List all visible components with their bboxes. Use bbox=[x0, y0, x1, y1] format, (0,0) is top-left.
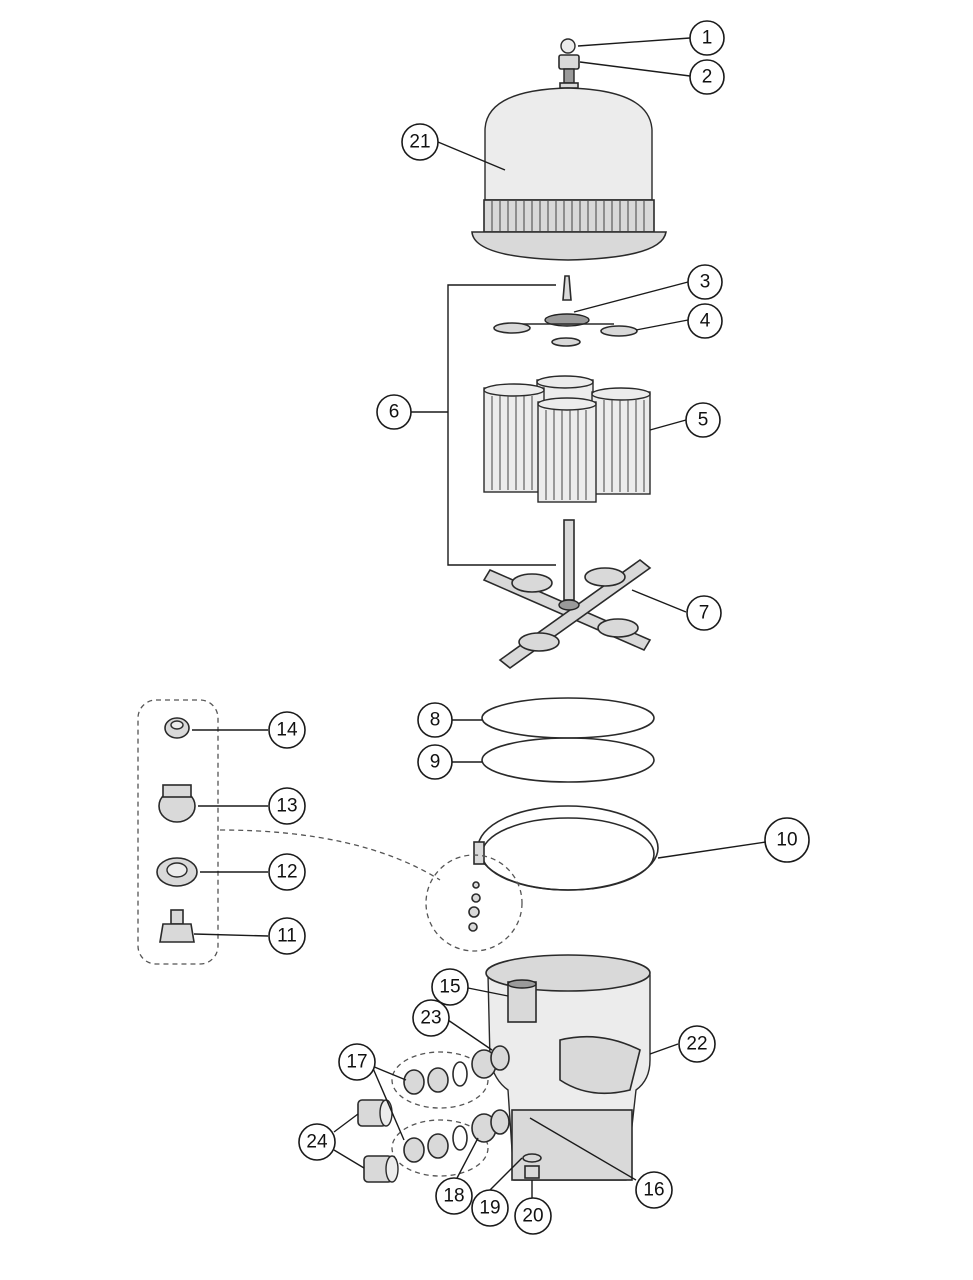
callout-1: 1 bbox=[689, 20, 725, 56]
callout-15: 15 bbox=[431, 968, 469, 1006]
callout-21: 21 bbox=[401, 123, 439, 161]
callout-19: 19 bbox=[471, 1189, 509, 1227]
callout-label: 21 bbox=[409, 132, 430, 153]
bracket-6 bbox=[447, 284, 556, 566]
callout-label: 22 bbox=[686, 1034, 707, 1055]
callout-label: 19 bbox=[479, 1198, 500, 1219]
union-fittings bbox=[391, 1045, 510, 1177]
callout-label: 11 bbox=[277, 926, 297, 947]
callout-label: 1 bbox=[702, 28, 713, 49]
callout-7: 7 bbox=[686, 595, 722, 631]
callout-label: 9 bbox=[430, 752, 441, 773]
callout-label: 3 bbox=[700, 272, 711, 293]
callout-18: 18 bbox=[435, 1177, 473, 1215]
filter-cartridges bbox=[483, 375, 651, 503]
callout-label: 8 bbox=[430, 710, 441, 731]
callout-22: 22 bbox=[678, 1025, 716, 1063]
callout-8: 8 bbox=[417, 702, 453, 738]
callout-2: 2 bbox=[689, 59, 725, 95]
callout-23: 23 bbox=[412, 999, 450, 1037]
callout-label: 7 bbox=[699, 603, 710, 624]
callout-20: 20 bbox=[514, 1197, 552, 1235]
callout-16: 16 bbox=[635, 1171, 673, 1209]
adapters bbox=[357, 1099, 399, 1183]
callout-label: 15 bbox=[439, 977, 460, 998]
callout-6: 6 bbox=[376, 394, 412, 430]
callout-label: 23 bbox=[420, 1008, 441, 1029]
callout-label: 13 bbox=[276, 796, 297, 817]
callout-label: 4 bbox=[700, 311, 711, 332]
o-ring-9 bbox=[481, 737, 655, 783]
lateral-assembly bbox=[482, 519, 652, 670]
tank-lid bbox=[471, 87, 667, 261]
callout-10: 10 bbox=[764, 817, 810, 863]
callout-label: 20 bbox=[522, 1206, 543, 1227]
cartridge-pleats bbox=[491, 396, 645, 500]
callout-3: 3 bbox=[687, 264, 723, 300]
fitting-kit bbox=[137, 699, 523, 965]
o-ring-8 bbox=[481, 697, 655, 739]
callout-12: 12 bbox=[268, 853, 306, 891]
callout-14: 14 bbox=[268, 711, 306, 749]
pressure-gauge bbox=[558, 38, 580, 89]
callout-label: 6 bbox=[389, 402, 400, 423]
callout-label: 10 bbox=[776, 830, 797, 851]
callout-label: 5 bbox=[698, 410, 709, 431]
drain-plug bbox=[522, 1153, 542, 1179]
callout-label: 16 bbox=[643, 1180, 664, 1201]
leader-lines bbox=[192, 37, 767, 1198]
manifold-top bbox=[493, 275, 638, 347]
callout-4: 4 bbox=[687, 303, 723, 339]
callout-label: 17 bbox=[346, 1052, 367, 1073]
lid-ribs bbox=[491, 201, 645, 231]
clamp-band bbox=[473, 805, 659, 891]
callout-label: 24 bbox=[306, 1132, 328, 1153]
callout-17: 17 bbox=[338, 1043, 376, 1081]
callout-9: 9 bbox=[417, 744, 453, 780]
callout-label: 14 bbox=[276, 720, 298, 741]
callout-24: 24 bbox=[298, 1123, 336, 1161]
tank-base bbox=[485, 954, 651, 1181]
callout-label: 18 bbox=[443, 1186, 464, 1207]
callout-label: 2 bbox=[702, 67, 713, 88]
callout-11: 11 bbox=[268, 917, 306, 955]
callout-5: 5 bbox=[685, 402, 721, 438]
callout-13: 13 bbox=[268, 787, 306, 825]
callout-label: 12 bbox=[276, 862, 297, 883]
